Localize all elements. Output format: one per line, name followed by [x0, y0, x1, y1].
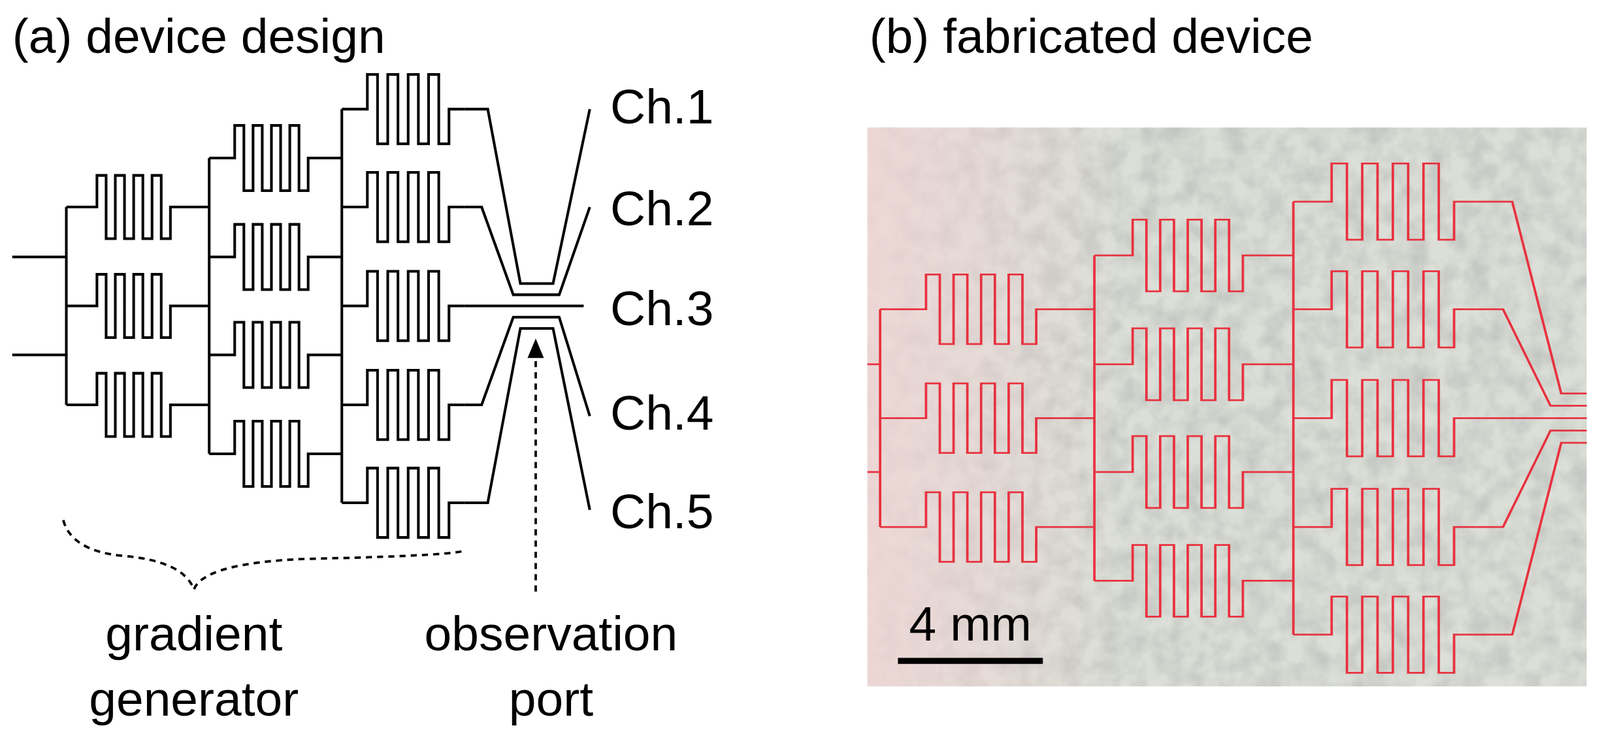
channel-label: Ch.1: [610, 74, 714, 140]
pointer-arrowhead: [527, 339, 544, 359]
printed-channels: [867, 163, 1587, 673]
port-pointer: [534, 357, 538, 592]
channel-label: Ch.2: [610, 176, 714, 242]
scale-bar: [897, 657, 1043, 664]
device-photo: [867, 127, 1587, 687]
paper-tint: [867, 127, 1587, 687]
channel-label: Ch.3: [610, 276, 714, 342]
paper-texture: [867, 127, 1587, 687]
panel-title: (b) fabricated device: [869, 3, 1314, 70]
gradient-generator-design: [12, 74, 590, 538]
paper-ground: [867, 127, 1587, 687]
part-label: gradient generator: [45, 601, 342, 733]
panel-title: (a) device design: [12, 3, 386, 70]
generator-brace: [63, 520, 465, 590]
channel-label: Ch.5: [610, 479, 714, 545]
part-label: observation port: [392, 601, 709, 733]
channel-label: Ch.4: [610, 380, 714, 447]
scale-label: 4 mm: [909, 591, 1032, 658]
